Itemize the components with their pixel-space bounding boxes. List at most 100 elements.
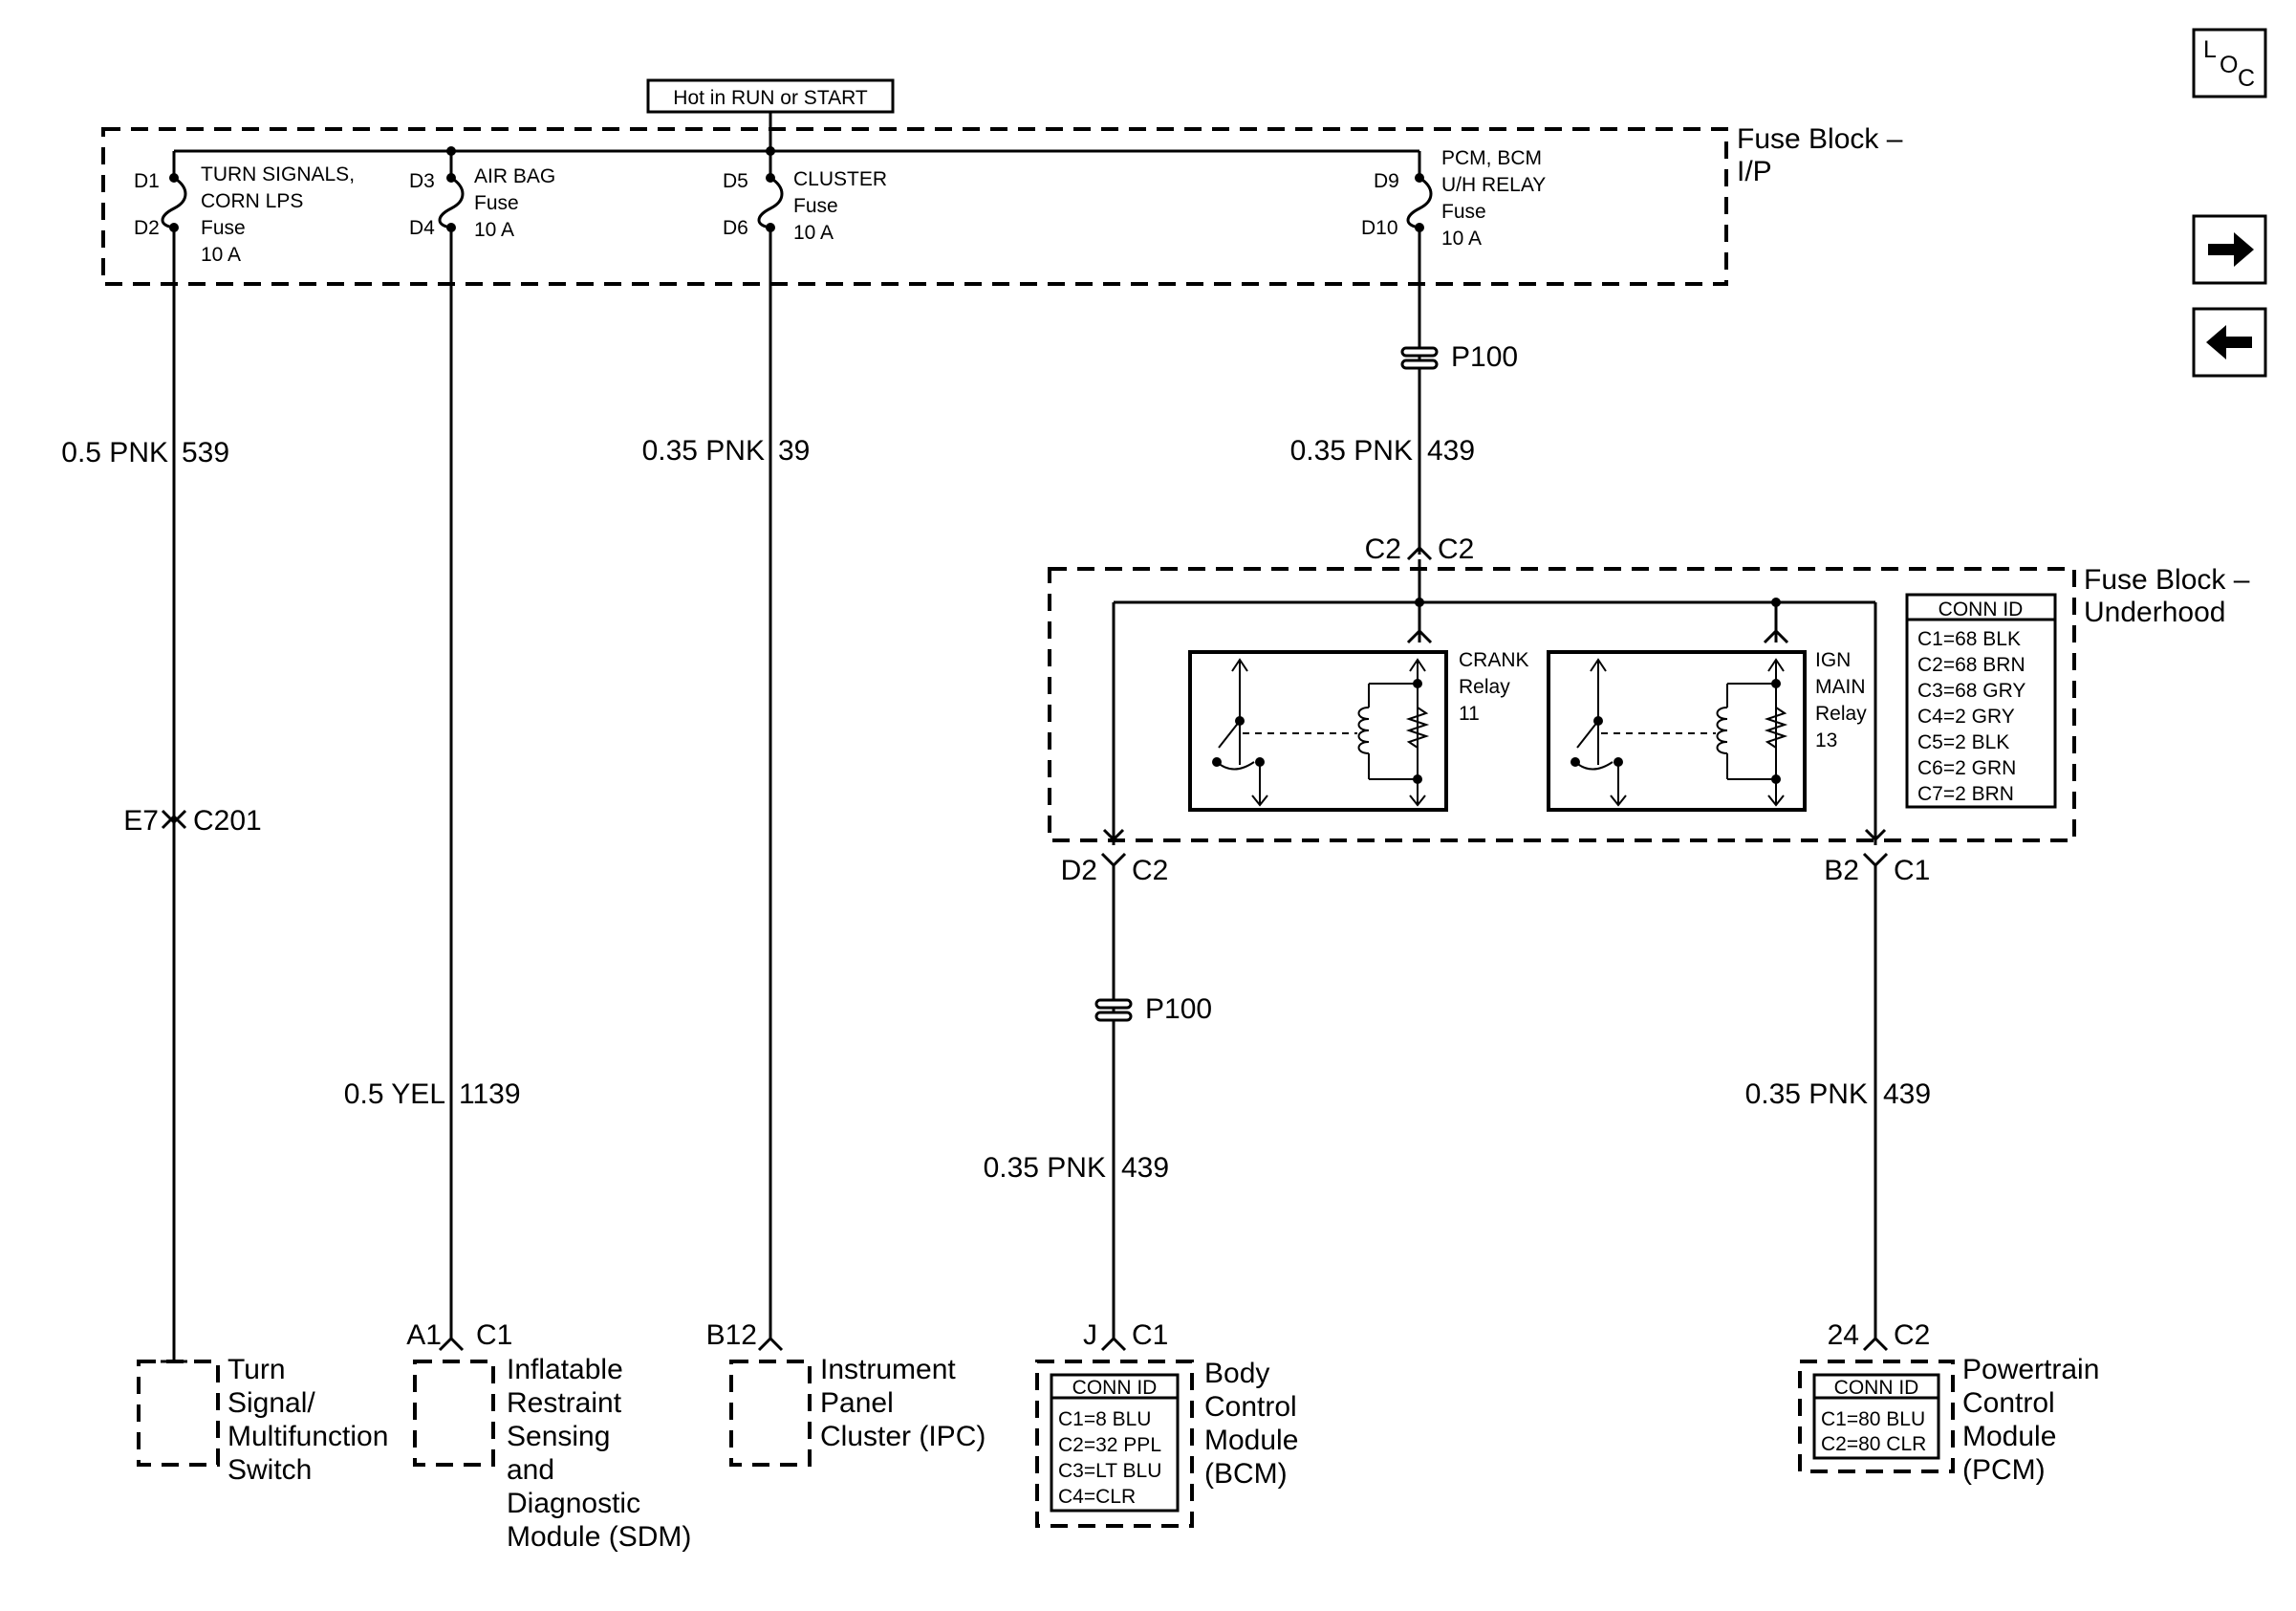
svg-text:B12: B12 <box>706 1319 757 1351</box>
svg-text:Fuse: Fuse <box>201 217 246 239</box>
svg-text:C2: C2 <box>1365 533 1401 565</box>
wire-439-circuit: 439 <box>1427 435 1475 467</box>
svg-text:Module: Module <box>1204 1425 1298 1456</box>
connector-uh-c2-in: C2 C2 <box>1365 533 1475 565</box>
svg-text:PCM, BCM: PCM, BCM <box>1441 147 1542 169</box>
fuse-pcm-bcm-relay: D9 D10 PCM, BCM U/H RELAY Fuse 10 A <box>1361 147 1546 250</box>
svg-text:Module: Module <box>1962 1421 2056 1452</box>
arrow-right-icon <box>2208 232 2254 267</box>
wire-39-gauge: 0.35 PNK <box>642 435 765 467</box>
instrument-panel-cluster: B12 Instrument Panel Cluster (IPC) <box>706 1319 986 1467</box>
svg-text:C1: C1 <box>1894 855 1930 886</box>
svg-text:D6: D6 <box>723 217 748 239</box>
svg-text:Diagnostic: Diagnostic <box>507 1488 640 1519</box>
svg-text:C2=32 PPL: C2=32 PPL <box>1058 1434 1161 1456</box>
svg-text:D1: D1 <box>134 170 160 192</box>
fuse-block-ip-label: Fuse Block – <box>1737 123 1903 155</box>
svg-text:Module (SDM): Module (SDM) <box>507 1521 691 1553</box>
svg-text:C3=68 GRY: C3=68 GRY <box>1917 680 2025 702</box>
next-page-button[interactable] <box>2192 214 2267 285</box>
svg-text:24: 24 <box>1828 1319 1859 1351</box>
svg-text:D3: D3 <box>409 170 435 192</box>
svg-text:IGN: IGN <box>1815 649 1851 671</box>
conn-id-table-underhood: CONN ID C1=68 BLK C2=68 BRN C3=68 GRY C4… <box>1905 593 2057 809</box>
arrow-left-icon <box>2206 325 2252 359</box>
svg-text:A1: A1 <box>406 1319 442 1351</box>
powertrain-control-module: 24 C2 CONN ID C1=80 BLU C2=80 CLR Powert… <box>1798 1319 2099 1486</box>
svg-text:(PCM): (PCM) <box>1962 1454 2046 1486</box>
svg-text:P100: P100 <box>1145 993 1212 1025</box>
svg-text:C5=2 BLK: C5=2 BLK <box>1917 731 2009 753</box>
svg-text:Panel: Panel <box>820 1387 894 1419</box>
svg-text:Inflatable: Inflatable <box>507 1354 623 1385</box>
wire-1139-circuit: 1139 <box>459 1078 521 1110</box>
svg-text:Restraint: Restraint <box>507 1387 622 1419</box>
svg-text:C2: C2 <box>1438 533 1474 565</box>
loc-letter-l: L <box>2203 36 2217 63</box>
ign-main-relay: IGN MAIN Relay 13 <box>1547 649 1867 812</box>
svg-text:D4: D4 <box>409 217 435 239</box>
svg-text:D10: D10 <box>1361 217 1398 239</box>
svg-text:C4=2 GRY: C4=2 GRY <box>1917 706 2015 728</box>
fuse-block-ip-label-2: I/P <box>1737 156 1772 187</box>
fuse-block-ip-outline <box>101 127 1728 286</box>
svg-text:C1: C1 <box>1132 1319 1168 1351</box>
loc-letter-o: O <box>2220 52 2238 78</box>
svg-text:10 A: 10 A <box>201 244 241 266</box>
fuse-block-uh-label-2: Underhood <box>2084 597 2225 628</box>
turn-signal-multifunction-switch: Turn Signal/ Multifunction Switch <box>137 1354 388 1486</box>
loc-button[interactable]: L O C <box>2192 28 2267 98</box>
svg-text:E7: E7 <box>123 805 159 837</box>
wire-539-circuit: 539 <box>182 437 229 468</box>
svg-text:C1=8 BLU: C1=8 BLU <box>1058 1408 1151 1430</box>
svg-text:C1: C1 <box>476 1319 512 1351</box>
wire-439-bcm-circuit: 439 <box>1121 1152 1169 1184</box>
svg-text:Switch: Switch <box>227 1454 312 1486</box>
svg-text:C3=LT BLU: C3=LT BLU <box>1058 1460 1161 1482</box>
svg-text:C7=2 BRN: C7=2 BRN <box>1917 783 2014 805</box>
splice-p100-bcm: P100 <box>1094 993 1212 1025</box>
svg-text:Fuse: Fuse <box>474 192 519 214</box>
wire-439-pcm-gauge: 0.35 PNK <box>1745 1078 1868 1110</box>
svg-text:CONN ID: CONN ID <box>1072 1377 1158 1399</box>
svg-text:C4=CLR: C4=CLR <box>1058 1486 1136 1508</box>
connector-uh-d2-c2: D2 C2 <box>1061 852 1168 886</box>
svg-text:U/H RELAY: U/H RELAY <box>1441 174 1546 196</box>
svg-text:Hot in RUN or START: Hot in RUN or START <box>673 87 868 109</box>
svg-text:B2: B2 <box>1824 855 1859 886</box>
svg-text:D5: D5 <box>723 170 748 192</box>
wire-439-gauge: 0.35 PNK <box>1290 435 1413 467</box>
svg-text:CLUSTER: CLUSTER <box>793 168 887 190</box>
loc-letter-c: C <box>2238 65 2255 92</box>
svg-text:AIR BAG: AIR BAG <box>474 165 555 187</box>
wire-1139-gauge: 0.5 YEL <box>344 1078 445 1110</box>
previous-page-button[interactable] <box>2192 307 2267 378</box>
svg-text:C2: C2 <box>1894 1319 1930 1351</box>
svg-text:Relay: Relay <box>1815 703 1867 725</box>
wire-539-gauge: 0.5 PNK <box>61 437 168 468</box>
svg-text:10 A: 10 A <box>1441 228 1482 250</box>
svg-text:10 A: 10 A <box>793 222 834 244</box>
svg-text:Fuse: Fuse <box>793 195 838 217</box>
svg-text:CORN LPS: CORN LPS <box>201 190 303 212</box>
svg-text:Control: Control <box>1962 1387 2055 1419</box>
svg-text:D2: D2 <box>1061 855 1097 886</box>
svg-text:and: and <box>507 1454 554 1486</box>
svg-text:C2: C2 <box>1132 855 1168 886</box>
connector-c201: E7 C201 <box>123 805 261 837</box>
fuse-turn-signals: D1 D2 TURN SIGNALS, CORN LPS Fuse 10 A <box>134 151 355 266</box>
fuse-air-bag: D3 D4 AIR BAG Fuse 10 A <box>409 151 555 241</box>
fuse-cluster: D5 D6 CLUSTER Fuse 10 A <box>723 151 887 244</box>
svg-text:Powertrain: Powertrain <box>1962 1354 2099 1385</box>
svg-text:C2=80 CLR: C2=80 CLR <box>1821 1433 1926 1455</box>
svg-text:D9: D9 <box>1374 170 1399 192</box>
svg-text:CRANK: CRANK <box>1459 649 1529 671</box>
svg-text:P100: P100 <box>1451 341 1518 373</box>
svg-text:C6=2 GRN: C6=2 GRN <box>1917 757 2016 779</box>
splice-p100-top: P100 <box>1400 341 1518 373</box>
svg-text:Cluster (IPC): Cluster (IPC) <box>820 1421 986 1452</box>
connector-uh-b2-c1: B2 C1 <box>1824 852 1930 886</box>
svg-text:13: 13 <box>1815 729 1837 751</box>
svg-text:Relay: Relay <box>1459 676 1510 698</box>
